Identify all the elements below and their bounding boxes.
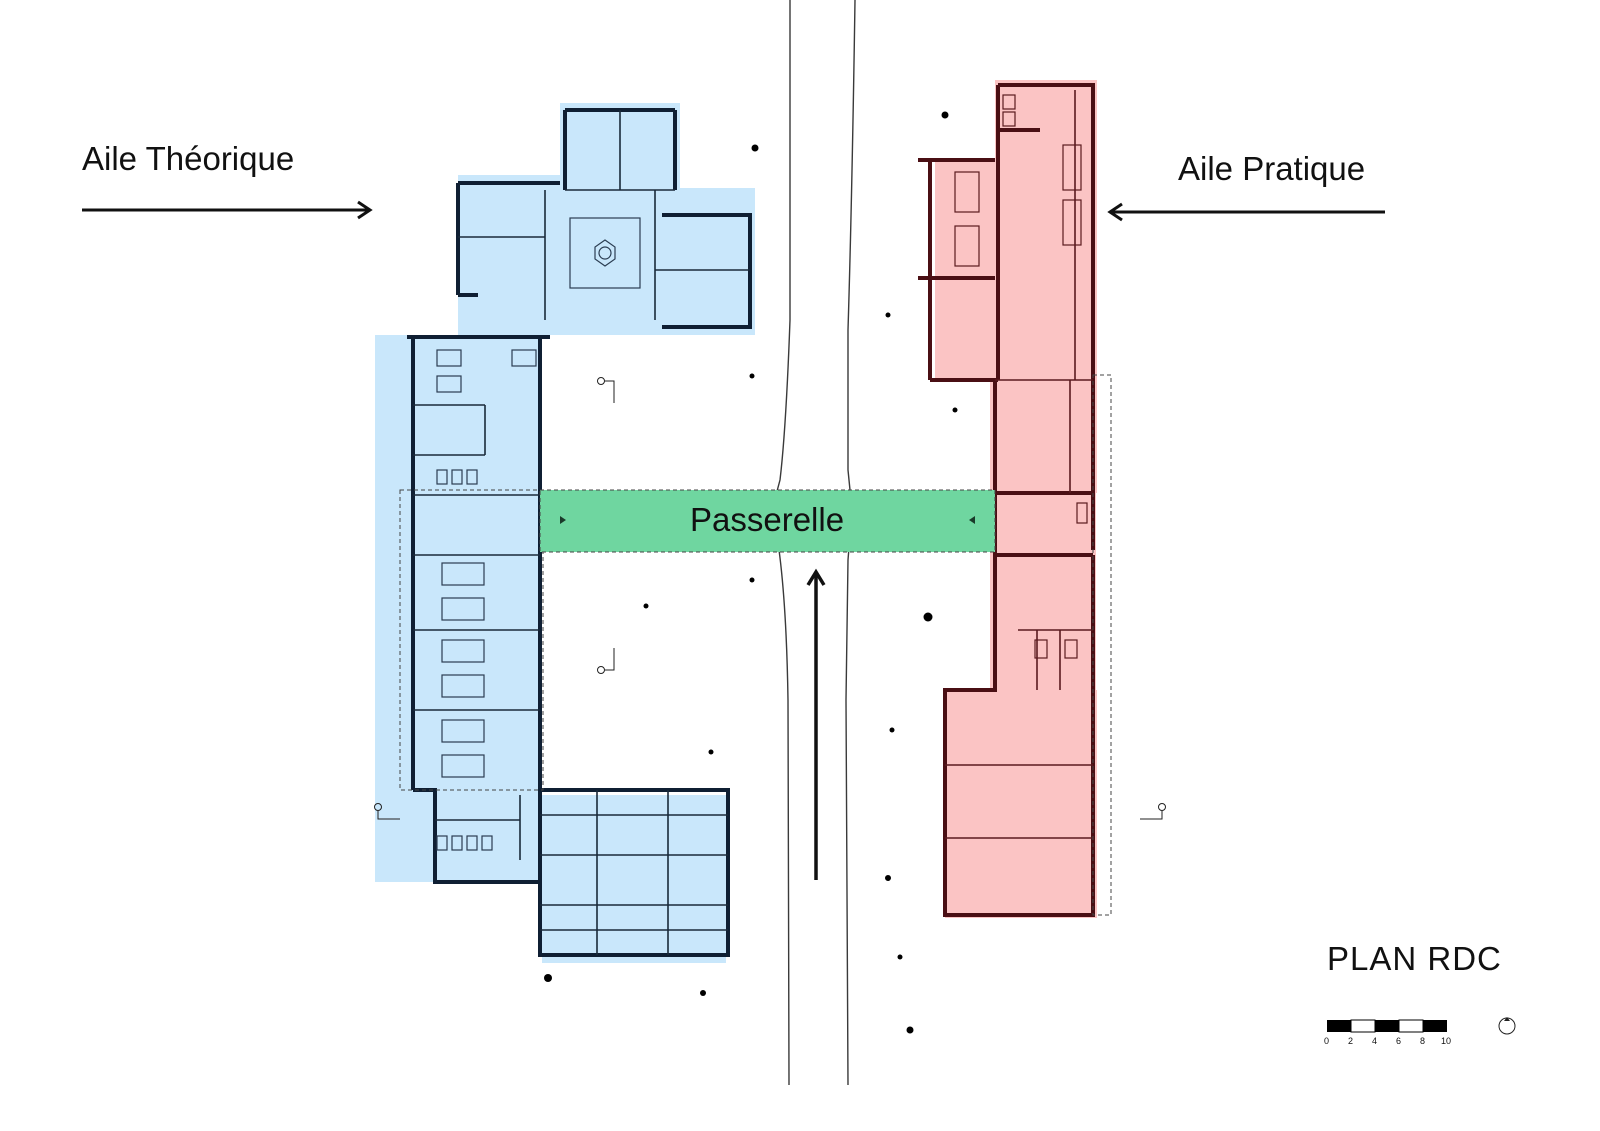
- aile-theorique: [375, 103, 755, 963]
- scale-tick-6: 6: [1396, 1036, 1402, 1046]
- label-aile-pratique: Aile Pratique: [1178, 150, 1366, 187]
- label-aile-theorique: Aile Théorique: [82, 140, 295, 177]
- plan-title: PLAN RDC: [1327, 940, 1502, 977]
- arrow-up-icon: [806, 568, 826, 880]
- scale-bar: [1327, 1019, 1447, 1033]
- label-passerelle: Passerelle: [690, 501, 845, 538]
- scale-tick-4: 4: [1372, 1036, 1378, 1046]
- arrow-right-icon: [82, 200, 373, 220]
- arrow-left-icon: [1107, 202, 1385, 222]
- trees: [544, 111, 958, 1034]
- passerelle: [539, 489, 996, 553]
- scale-tick-8: 8: [1420, 1036, 1426, 1046]
- section-markers: [374, 377, 1166, 820]
- aile-pratique: [918, 80, 1112, 918]
- scale-tick-2: 2: [1348, 1036, 1354, 1046]
- scale-tick-0: 0: [1324, 1036, 1330, 1046]
- north-arrow-icon: [1498, 1017, 1516, 1035]
- scale-tick-10: 10: [1441, 1036, 1452, 1046]
